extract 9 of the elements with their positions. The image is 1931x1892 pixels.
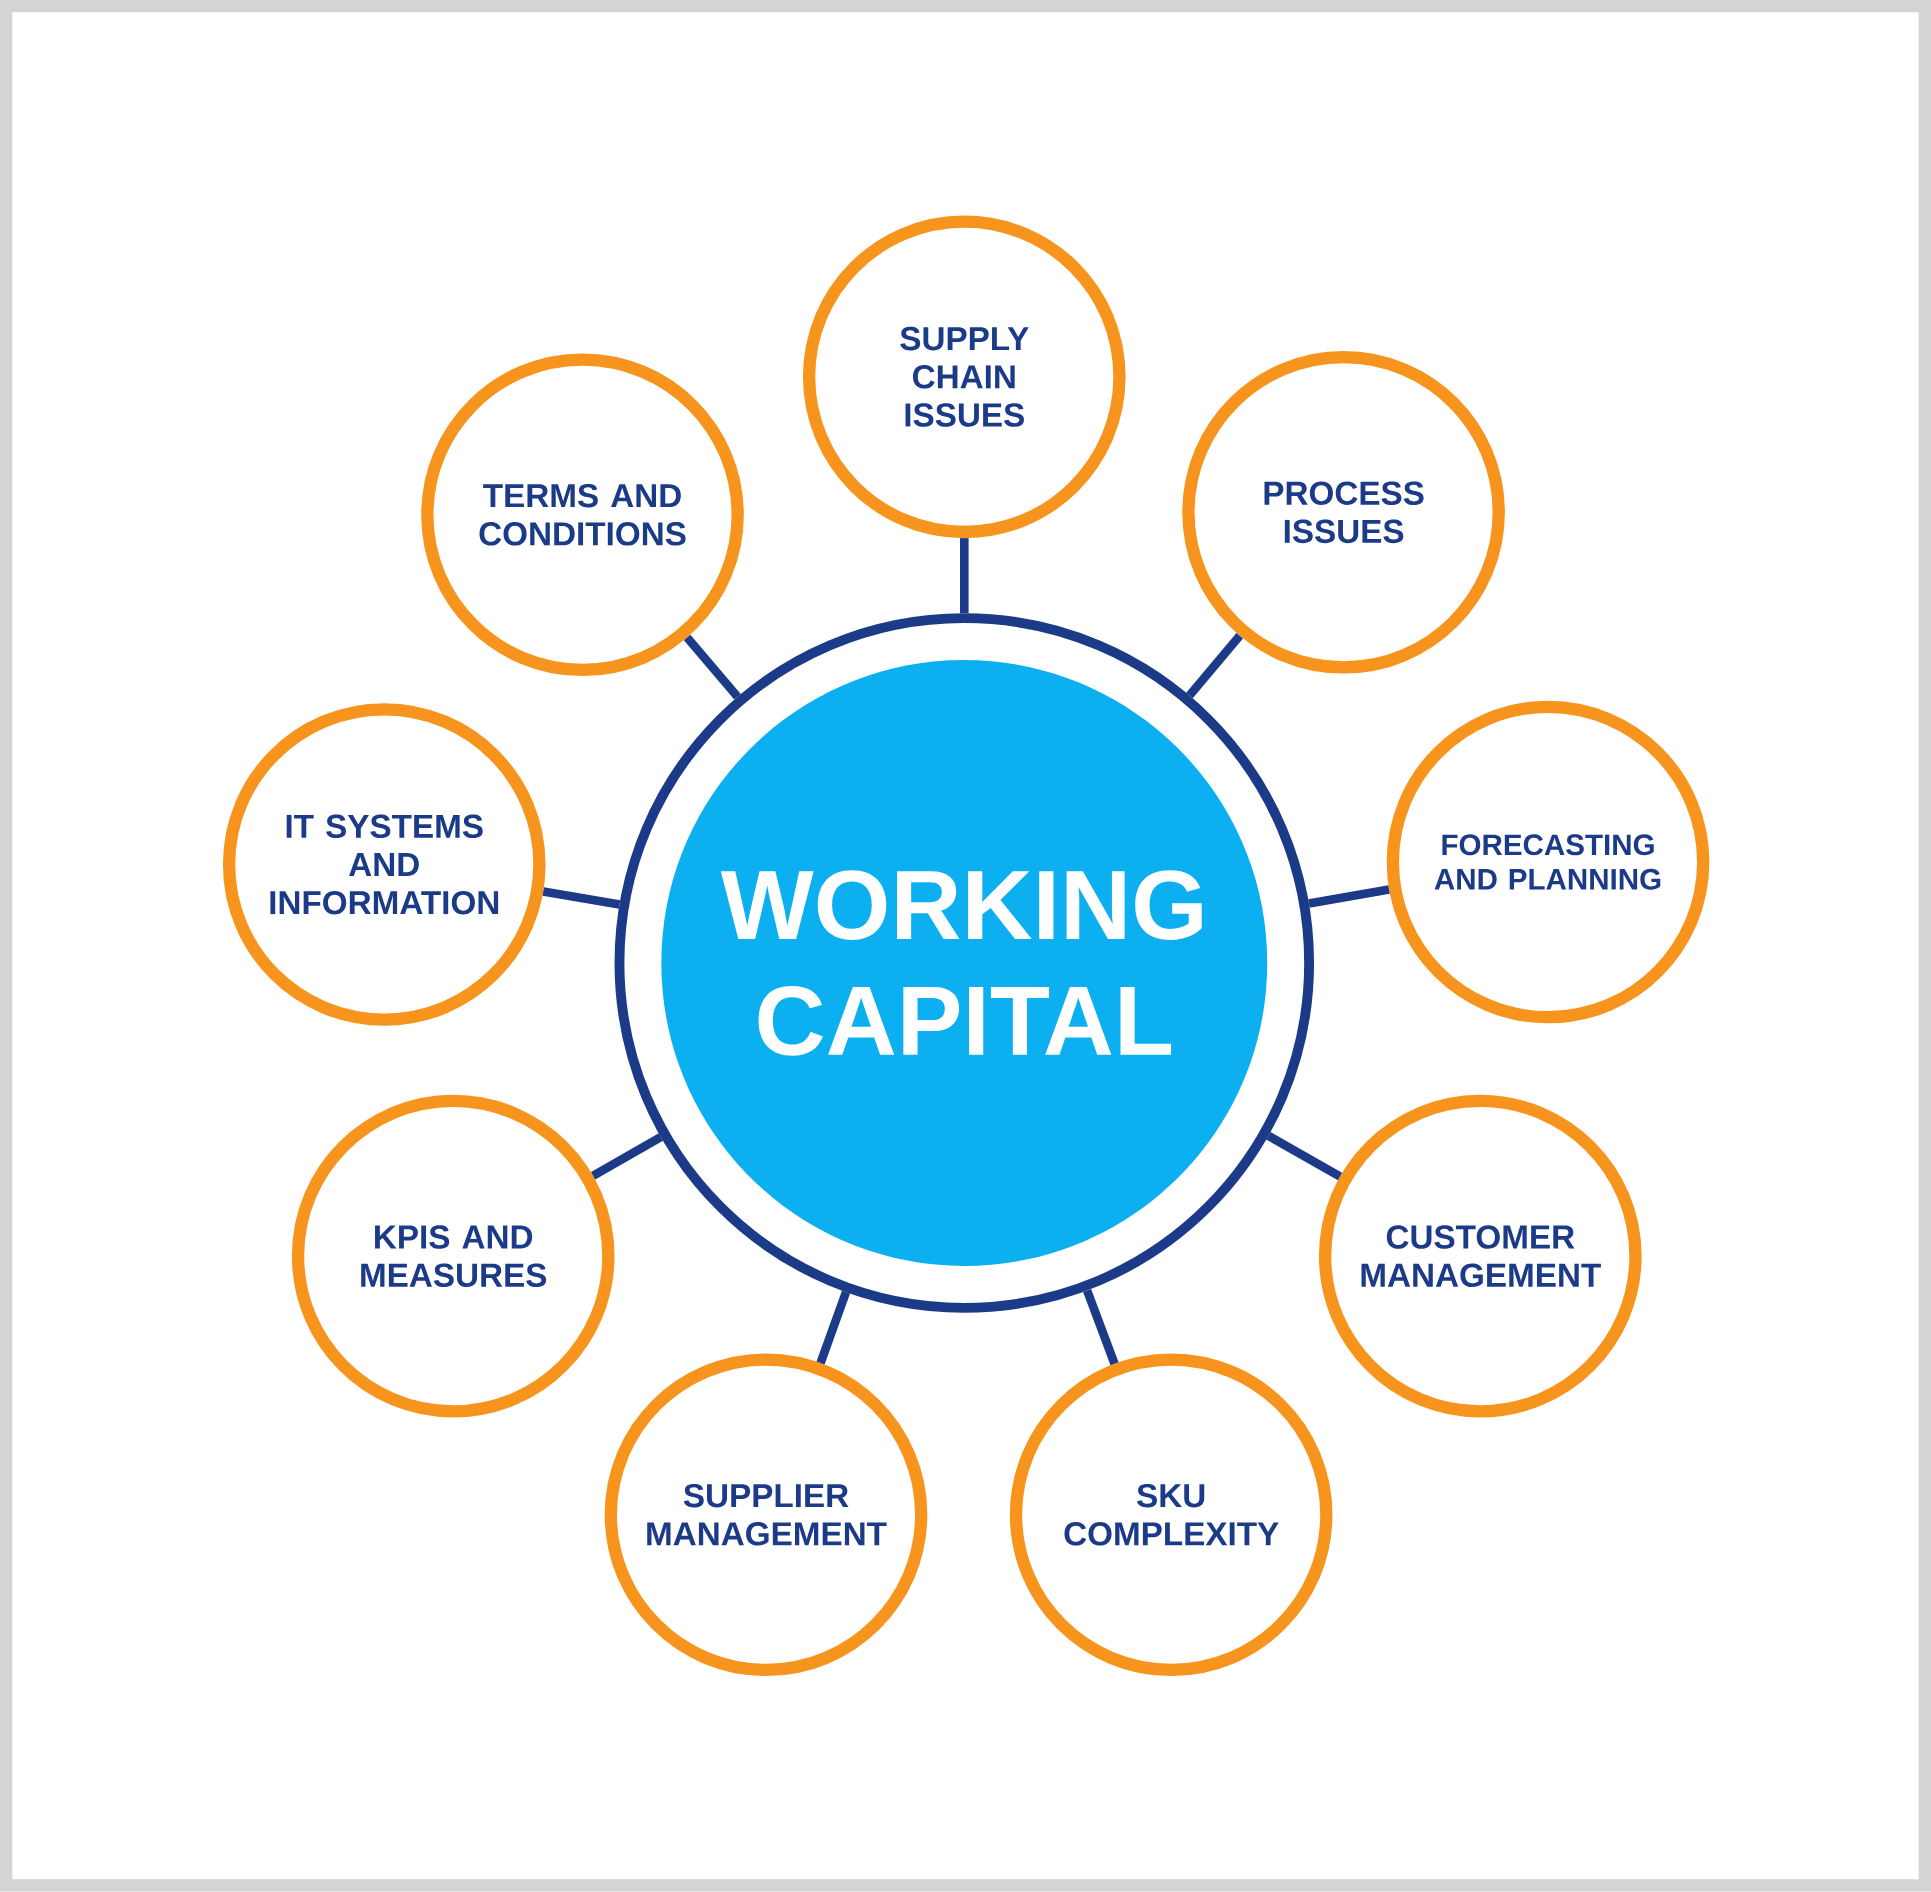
connector-line: [1308, 885, 1390, 908]
connector-line: [1266, 1132, 1343, 1181]
connector-line: [542, 887, 621, 909]
connector-line: [591, 1133, 664, 1180]
connector-line: [683, 634, 741, 700]
connector-line: [816, 1290, 851, 1365]
connector-line: [1083, 1289, 1119, 1366]
connector-line: [1186, 633, 1243, 699]
connector-line: [959, 538, 969, 614]
